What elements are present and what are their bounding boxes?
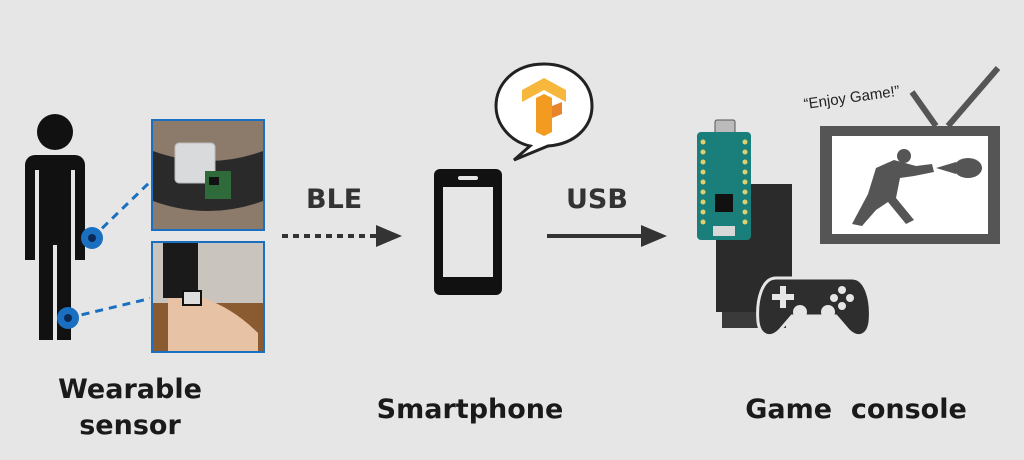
microcontroller-board-icon	[697, 119, 751, 240]
person-icon	[25, 114, 150, 340]
tv-icon	[820, 66, 1001, 244]
usb-label: USB	[566, 184, 628, 215]
ble-label: BLE	[306, 184, 363, 215]
ble-dotted-arrow	[282, 225, 402, 247]
smartphone-icon	[434, 169, 502, 295]
game-console-label: Game console	[745, 394, 967, 425]
wearable-sensor-label: Wearable sensor	[40, 372, 220, 444]
fighter-silhouette-icon	[852, 149, 982, 226]
tensorflow-logo-icon	[522, 78, 566, 136]
gamepad-icon	[756, 276, 872, 338]
wearable-label-line1: Wearable	[58, 374, 202, 405]
tensorflow-bubble	[494, 62, 594, 162]
sensor-photo-wrist	[151, 119, 265, 231]
smartphone-label: Smartphone	[376, 394, 564, 425]
sensor-photo-ankle	[151, 241, 265, 353]
wearable-label-line2: sensor	[79, 410, 181, 441]
usb-arrow	[547, 225, 667, 247]
